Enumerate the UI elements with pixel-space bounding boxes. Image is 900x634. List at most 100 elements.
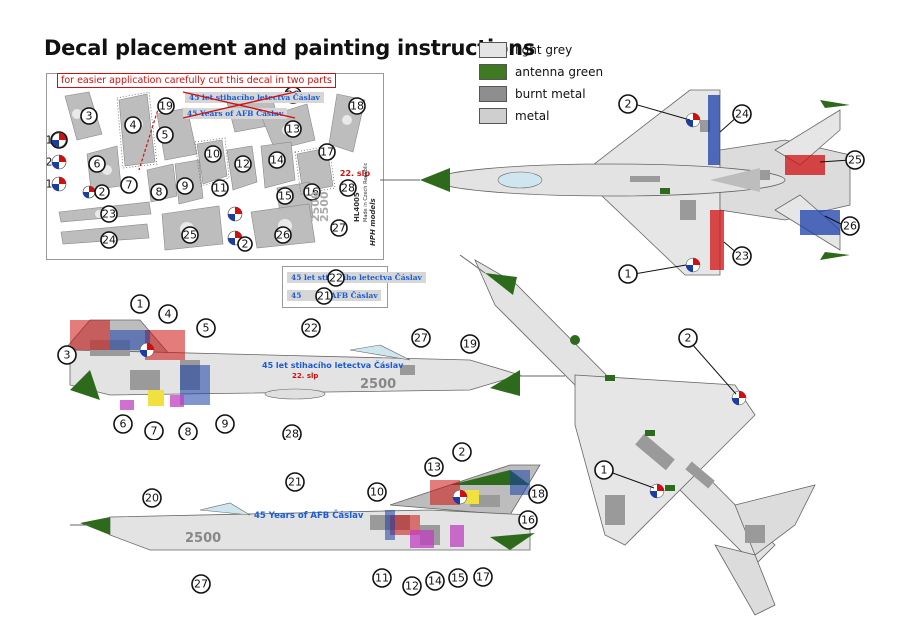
decal-sample-box: 45 let stihacího letectva Čáslav 45 of A… <box>282 266 426 308</box>
svg-text:20: 20 <box>145 492 159 505</box>
side-view-2-callouts: 20 21 10 13 2 18 16 11 12 14 15 17 27 <box>142 442 548 596</box>
side2-nose-code: 2500 <box>185 531 221 546</box>
svg-text:13: 13 <box>286 123 300 136</box>
sheet-number-11: 11 <box>211 179 229 197</box>
sheet-number-2: 2 <box>47 156 53 169</box>
sheet-number-9: 9 <box>176 177 194 195</box>
side2-callout-20 <box>142 488 162 508</box>
sample-line-2: 45 of AFB Čáslav <box>287 290 381 301</box>
top-callout-23 <box>732 246 752 266</box>
sheet-number-13: 13 <box>284 120 302 138</box>
svg-text:21: 21 <box>288 476 302 489</box>
sheet-number-25: 25 <box>181 226 199 244</box>
legend-label: light grey <box>515 43 573 57</box>
side1-callout-7 <box>144 421 164 440</box>
svg-text:17: 17 <box>320 146 334 159</box>
svg-text:6: 6 <box>94 158 101 171</box>
svg-text:27: 27 <box>194 578 208 591</box>
svg-text:24: 24 <box>735 108 749 121</box>
svg-text:16: 16 <box>305 186 319 199</box>
svg-text:14: 14 <box>428 575 442 588</box>
sheet-number-14: 14 <box>268 151 286 169</box>
side2-callout-11 <box>372 568 392 588</box>
svg-text:2: 2 <box>459 446 466 459</box>
svg-text:3: 3 <box>64 349 71 362</box>
svg-text:7: 7 <box>126 179 133 192</box>
sheet-number-16: 16 <box>303 183 321 201</box>
sheet-number-2c: 2 <box>237 236 253 252</box>
bottom-callout-1 <box>594 460 614 480</box>
side-view-2-aircraft: 2500 45 Years of AFB Čáslav <box>70 464 541 551</box>
side2-callout-16 <box>518 510 538 530</box>
svg-text:8: 8 <box>156 186 163 199</box>
sheet-number-23: 23 <box>100 205 118 223</box>
svg-text:1: 1 <box>47 178 53 191</box>
side1-callout-9 <box>215 414 235 434</box>
bottom-view-aircraft <box>459 255 816 616</box>
bottom-view-callouts: 2 1 <box>594 328 737 489</box>
page-title: Decal placement and painting instruction… <box>44 36 535 60</box>
side1-callout-28 <box>282 424 302 440</box>
svg-text:19: 19 <box>159 100 173 113</box>
sheet-number-1: 1 <box>47 131 68 149</box>
svg-text:2: 2 <box>625 98 632 111</box>
svg-text:27: 27 <box>332 222 346 235</box>
sheet-number-19: 19 <box>157 97 175 115</box>
legend-swatch <box>479 86 507 102</box>
bottom-callout-2 <box>678 328 698 348</box>
legend-label: antenna green <box>515 65 604 79</box>
svg-text:11: 11 <box>375 572 389 585</box>
svg-text:23: 23 <box>735 250 749 263</box>
svg-text:19: 19 <box>463 338 477 351</box>
svg-text:6: 6 <box>120 418 127 431</box>
side2-callout-14 <box>425 571 445 591</box>
sheet-number-2b: 2 <box>94 184 110 200</box>
decal-sheet-callouts: 19 20 18 3 4 5 13 1 2 6 10 12 14 17 1 2 … <box>47 86 377 252</box>
side1-tail-code: 2500 <box>360 377 396 392</box>
sheet-number-27: 27 <box>330 219 348 237</box>
legend-label: metal <box>515 109 550 123</box>
side1-callout-5 <box>196 318 216 338</box>
legend-metal: metal <box>479 107 549 125</box>
svg-text:21: 21 <box>317 290 331 303</box>
side-view-1-aircraft: 2500 22. slp 45 let stihacího letectva Č… <box>59 319 565 410</box>
sheet-number-18: 18 <box>348 97 366 115</box>
svg-text:10: 10 <box>206 148 220 161</box>
svg-text:1: 1 <box>47 134 53 147</box>
top-callout-26 <box>840 216 860 236</box>
sheet-number-4: 4 <box>124 116 142 134</box>
sheet-brand-logo: HPH models <box>369 198 377 246</box>
svg-text:11: 11 <box>213 182 227 195</box>
side2-callout-18 <box>528 484 548 504</box>
svg-text:2: 2 <box>685 332 692 345</box>
svg-text:4: 4 <box>130 119 137 132</box>
sheet-number-28: 28 <box>339 179 357 197</box>
top-callout-2 <box>618 94 638 114</box>
legend-swatch <box>479 64 507 80</box>
legend-swatch <box>479 108 507 124</box>
svg-text:5: 5 <box>203 322 210 335</box>
svg-text:18: 18 <box>531 488 545 501</box>
svg-text:13: 13 <box>427 461 441 474</box>
sheet-text-english: 45 Years of AFB Čáslav <box>183 108 288 119</box>
sheet-slip-text: 22. slp <box>340 169 370 178</box>
side1-slip: 22. slp <box>292 372 318 380</box>
svg-text:9: 9 <box>222 418 229 431</box>
sheet-code-2: 2500 <box>309 191 322 222</box>
sheet-cross-mark <box>182 91 296 119</box>
svg-text:1: 1 <box>601 464 608 477</box>
sheet-number-12: 12 <box>234 155 252 173</box>
svg-text:5: 5 <box>162 129 169 142</box>
svg-text:22: 22 <box>304 322 318 335</box>
legend-label: burnt metal <box>515 87 586 101</box>
side2-callout-21 <box>285 472 305 492</box>
side1-callout-22 <box>301 318 321 338</box>
svg-text:9: 9 <box>182 180 189 193</box>
side1-callout-1 <box>130 294 150 314</box>
sheet-number-17: 17 <box>318 143 336 161</box>
side-view-1-callouts: 1 4 5 22 27 19 3 6 7 8 9 28 <box>57 294 480 440</box>
side2-callout-13 <box>424 457 444 477</box>
svg-text:15: 15 <box>451 572 465 585</box>
legend-light-grey: light grey <box>479 41 572 59</box>
sheet-number-26: 26 <box>274 226 292 244</box>
